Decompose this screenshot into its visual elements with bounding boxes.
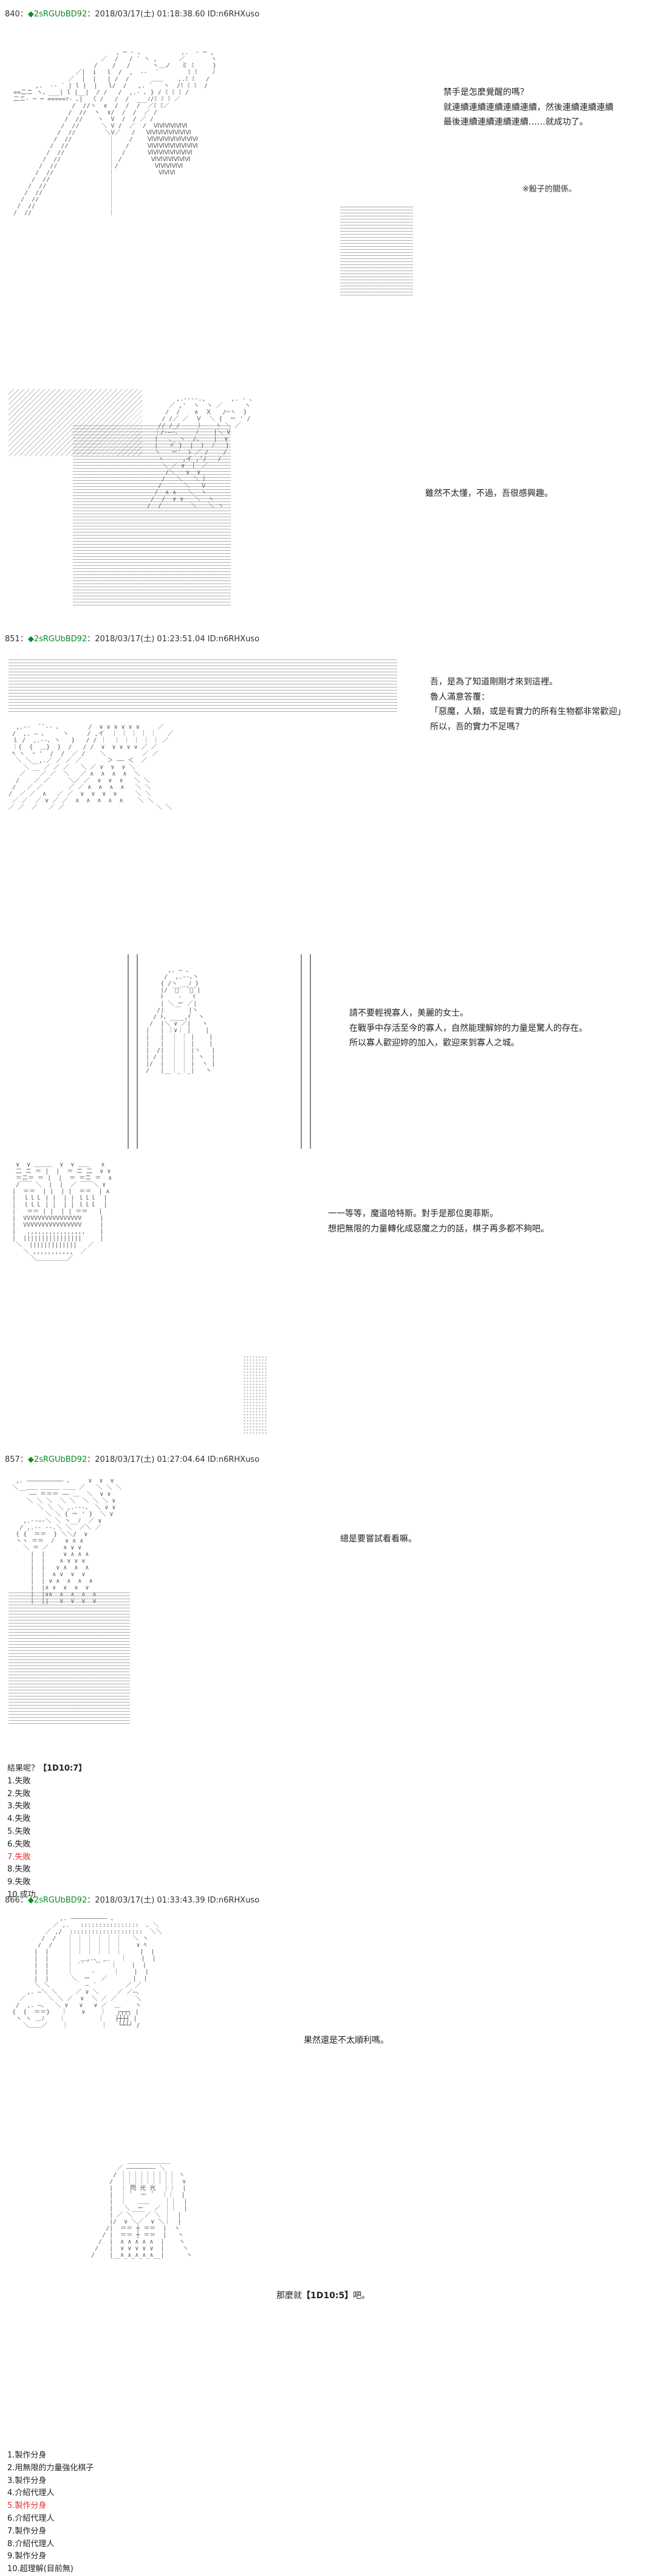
dialog-line: 果然還是不太順利嗎。 xyxy=(304,2036,389,2045)
result-item: 4.介紹代理人 xyxy=(7,2488,55,2498)
vertical-line xyxy=(137,954,138,1149)
dots-decoration xyxy=(243,1355,267,1434)
dice-result-866: 1.製作分身 2.用無限的力量強化棋子 3.製作分身 4.介紹代理人 5.製作分… xyxy=(7,2450,94,2576)
dialog-line: 禁手是怎麼覺醒的嗎？ xyxy=(443,88,528,97)
dialog-line: 一一等等，魔道哈特斯。對手是那位奧菲斯。 xyxy=(328,1209,498,1219)
post-meta: ：2018/03/17(土) 01:18:38.60 ID:n6RHXuso xyxy=(87,10,260,19)
dialog-line: 請不要輕視寡人，美麗的女士。 xyxy=(349,1008,468,1018)
dialog-857: 總是要嘗試看看嘛。 xyxy=(340,1532,417,1547)
post-number: 866： xyxy=(5,1896,28,1905)
ascii-art-kneeling-figure: ,.-‐ ̄ ̄ ‐- ､ / ∨ ∨ ∨ ∨ ∨ ∨ ／ / ,. ― ､ ヽ… xyxy=(9,724,174,811)
ascii-art-armored-figure: ＿＿＿＿＿＿＿ ／ ―――――――― ＼ / ｜｜｜｜｜｜｜｜｜ ヽ / ｜｜｜… xyxy=(91,2158,193,2259)
result-item: 8.介紹代理人 xyxy=(7,2539,55,2549)
result-item: 4.失敗 xyxy=(7,1814,31,1824)
dialog-851-c: 一一等等，魔道哈特斯。對手是那位奧菲斯。 想把無限的力量轉化成惡魔之力的話，棋子… xyxy=(328,1207,549,1236)
dialog-line: 「惡魔，人類，或是有實力的所有生物都非常歡迎」 xyxy=(430,707,626,717)
result-item-selected: 7.失敗 xyxy=(7,1852,31,1862)
dialog-line: 所以，吾的實力不足嗎？ xyxy=(430,721,524,732)
dice-result-857: 結果呢？【1D10:7】 1.失敗 2.失敗 3.失敗 4.失敗 5.失敗 6.… xyxy=(7,1763,86,1902)
dialog-line: 魯人滿意答覆： xyxy=(430,692,490,702)
result-item: 9.製作分身 xyxy=(7,2552,47,2561)
result-item: 10.成功 xyxy=(7,1890,36,1899)
vertical-line xyxy=(301,954,302,1149)
result-item: 10.超理解(目前無) xyxy=(7,2564,73,2574)
dialog-866-b: 那麼就【1D10:5】吧。 xyxy=(276,2288,370,2304)
vertical-line xyxy=(128,954,129,1149)
dialog-line: 那麼就【1D10:5】吧。 xyxy=(276,2288,370,2304)
ascii-art-throwing-figure: ,. ―――――――――― ､ ∨ ∨ ∨ ＼ ＿＿ ＿＿＿ ＿＿ ／ ＼ ＼ … xyxy=(12,1478,122,1605)
result-item: 2.失敗 xyxy=(7,1789,31,1799)
ascii-art-figure-seated: ,.-‐‐-., ,. - 、 ／ ,' ヽ ヽ ／ ヽ / / ∧ Ｘ /⌒ヽ… xyxy=(147,396,256,509)
stripes-decoration xyxy=(73,425,231,608)
result-item: 2.用無限的力量強化棋子 xyxy=(7,2463,94,2473)
result-item: 3.失敗 xyxy=(7,1802,31,1811)
dice-code: 【1D10:7】 xyxy=(39,1764,87,1773)
post-number: 857： xyxy=(5,1455,28,1464)
result-item: 6.失敗 xyxy=(7,1839,31,1849)
result-item: 1.製作分身 xyxy=(7,2451,47,2460)
ascii-art-crouching-figure: , ─ - ､ ,. - ─ , ／ / / ` ヽ , ／ ヽ / / / ヽ… xyxy=(13,49,217,216)
tripcode: ◆2sRGUbBD92 xyxy=(27,10,87,19)
dialog-line: 吾，是為了知道剛剛才來到這裡。 xyxy=(430,677,558,687)
hatching-decoration xyxy=(340,207,413,298)
vertical-line xyxy=(310,954,311,1149)
dialog-line: 總是要嘗試看看嘛。 xyxy=(340,1534,417,1544)
post-header-857: 857：◆2sRGUbBD92：2018/03/17(土) 01:27:04.6… xyxy=(5,1453,259,1464)
tripcode: ◆2sRGUbBD92 xyxy=(27,635,87,644)
dialog-866: 果然還是不太順利嗎。 xyxy=(304,2033,389,2048)
post-header-851: 851：◆2sRGUbBD92：2018/03/17(土) 01:23:51.0… xyxy=(5,632,259,644)
dialog-line: 所以寡人歡迎妳的加入，歡迎來到寡人之城。 xyxy=(349,1038,519,1048)
dialog-line: 雖然不太懂，不過，吾很感興趣。 xyxy=(425,489,553,498)
dialog-suffix: 吧。 xyxy=(353,2291,371,2301)
result-item: 5.失敗 xyxy=(7,1827,31,1836)
dice-code: 【1D10:5】 xyxy=(302,2291,354,2301)
post-number: 851： xyxy=(5,635,28,644)
dialog-line: 就連續連續連續連續連續，然後連續連續連續 xyxy=(443,102,613,112)
dialog-prefix: 那麼就 xyxy=(276,2291,302,2301)
post-header-840: 840：◆2sRGUbBD92：2018/03/17(土) 01:18:38.6… xyxy=(5,7,259,19)
tripcode: ◆2sRGUbBD92 xyxy=(27,1896,87,1905)
result-item: 1.失敗 xyxy=(7,1776,31,1786)
stripes-decoration xyxy=(9,659,397,714)
dice-result-prefix: 結果呢？ xyxy=(7,1764,39,1773)
result-item: 7.製作分身 xyxy=(7,2526,47,2536)
dialog-line: 在戰爭中存活至今的寡人，自然能理解妳的力量是驚人的存在。 xyxy=(349,1023,587,1033)
stripes-decoration xyxy=(9,1593,130,1726)
tripcode: ◆2sRGUbBD92 xyxy=(27,1455,87,1464)
dialog-line: 最後連續連續連續連續……就成功了。 xyxy=(443,117,588,127)
dialog-840-b: 雖然不太懂，不過，吾很感興趣。 xyxy=(425,486,553,501)
post-meta: ：2018/03/17(土) 01:33:43.39 ID:n6RHXuso xyxy=(87,1896,260,1905)
result-item: 6.介紹代理人 xyxy=(7,2513,55,2523)
post-meta: ：2018/03/17(土) 01:27:04.64 ID:n6RHXuso xyxy=(87,1455,260,1464)
dialog-line: 想把無限的力量轉化成惡魔之力的話，棋子再多都不夠吧。 xyxy=(328,1224,549,1234)
dialog-840: 禁手是怎麼覺醒的嗎？ 就連續連續連續連續連續，然後連續連續連續 最後連續連續連續… xyxy=(443,85,613,130)
post-number: 840： xyxy=(5,10,28,19)
ascii-art-face-closeup: ∨ ∨ ＿＿＿ ∨ ∨ ＿＿ ∧ 二 ニ ＝ | | ＝ ニ 二 ∨ ∨ ＝ニ＝… xyxy=(12,1162,112,1262)
result-item: 8.失敗 xyxy=(7,1865,31,1875)
post-meta: ：2018/03/17(土) 01:23:51.04 ID:n6RHXuso xyxy=(87,635,260,644)
ascii-art-standing-man: ,. ― ､ / ,.-‐､ヽ { /ヽ __ﾉ } |/ ´ﾟ` ´ﾟ`| ﾄ… xyxy=(146,967,216,1074)
ascii-art-robed-figure: ,. ―――――――――― ､ ／ ,. :::::::::::::::: ､ … xyxy=(12,1915,162,2029)
result-item: 3.製作分身 xyxy=(7,2476,47,2485)
dialog-851: 吾，是為了知道剛剛才來到這裡。 魯人滿意答覆： 「惡魔，人類，或是有實力的所有生… xyxy=(430,675,626,734)
post-header-866: 866：◆2sRGUbBD92：2018/03/17(土) 01:33:43.3… xyxy=(5,1893,259,1905)
dice-result-title: 結果呢？【1D10:7】 xyxy=(7,1763,86,1775)
result-item: 9.失敗 xyxy=(7,1878,31,1887)
dice-note: ※骰子的關係。 xyxy=(522,185,576,194)
dialog-851-b: 請不要輕視寡人，美麗的女士。 在戰爭中存活至今的寡人，自然能理解妳的力量是驚人的… xyxy=(349,1006,587,1051)
result-item-selected: 5.製作分身 xyxy=(7,2501,47,2511)
